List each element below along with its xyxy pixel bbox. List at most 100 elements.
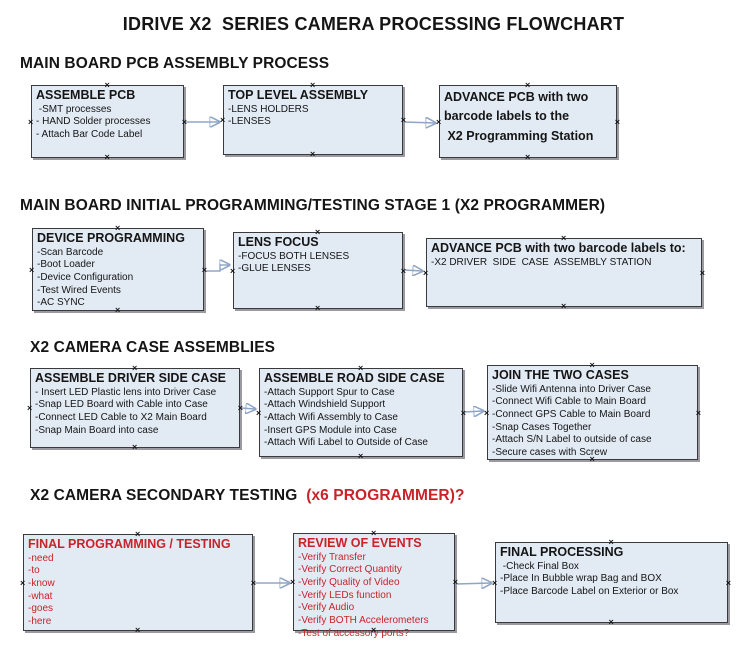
box-item: -FOCUS BOTH LENSES xyxy=(238,250,350,262)
flow-box-review-of-events[interactable]: ×××× REVIEW OF EVENTS -Verify Transfer -… xyxy=(290,529,458,639)
connection-point-icon: × xyxy=(104,152,110,162)
connection-point-icon: × xyxy=(132,363,138,373)
box-item: -Secure cases with Screw xyxy=(492,447,608,459)
box-item: -Connect LED Cable to X2 Main Board xyxy=(35,412,207,423)
connection-point-icon: × xyxy=(20,577,26,588)
connection-point-icon: × xyxy=(436,116,442,127)
connection-point-icon: × xyxy=(104,80,110,90)
connection-point-icon: × xyxy=(608,617,614,627)
connection-point-icon: × xyxy=(589,454,595,464)
box-item: -here xyxy=(28,616,52,628)
box-title-line: X2 Programming Station xyxy=(444,128,594,143)
box-item: -Place Barcode Label on Exterior or Box xyxy=(500,586,679,597)
connection-point-icon: × xyxy=(484,407,490,418)
connection-point-icon: × xyxy=(699,267,705,278)
box-item: -Connect Wifi Cable to Main Board xyxy=(492,396,646,408)
flow-box-advance-pcb-programming-station[interactable]: ×××× ADVANCE PCB with two barcode labels… xyxy=(436,81,620,162)
box-item: -Snap Cases Together xyxy=(492,421,592,433)
box-item: -AC SYNC xyxy=(37,297,85,309)
box-item: -Device Configuration xyxy=(37,272,134,283)
box-item: -Test Wired Events xyxy=(37,284,121,296)
flow-connector-arrow xyxy=(455,583,491,584)
connection-point-icon: × xyxy=(589,360,595,370)
box-title: REVIEW OF EVENTS xyxy=(298,536,422,550)
connection-point-icon: × xyxy=(452,577,458,587)
box-item: -goes xyxy=(28,603,54,615)
box-item: -Connect GPS Cable to Main Board xyxy=(492,409,651,420)
box-item: -Snap LED Board with Cable into Case xyxy=(35,399,208,411)
box-item: -Verify BOTH Accelerometers xyxy=(298,615,429,627)
flow-box-advance-pcb-driver-side-station[interactable]: ×××× ADVANCE PCB with two barcode labels… xyxy=(423,234,705,311)
flow-box-device-programming[interactable]: ×××× DEVICE PROGRAMMING -Scan Barcode -B… xyxy=(29,224,207,315)
flow-box-final-programming-testing[interactable]: ×××× FINAL PROGRAMMING / TESTING -need -… xyxy=(20,530,256,635)
box-item: -Verify LEDs function xyxy=(298,589,392,601)
box-item: -need xyxy=(28,552,54,564)
box-item: -Insert GPS Module into Case xyxy=(264,424,397,436)
connection-point-icon: × xyxy=(220,115,226,125)
connection-point-icon: × xyxy=(358,363,364,373)
box-title: TOP LEVEL ASSEMBLY xyxy=(228,88,369,102)
connection-point-icon: × xyxy=(237,403,243,413)
box-item: -Boot Loader xyxy=(37,259,95,271)
box-item: -Place In Bubble wrap Bag and BOX xyxy=(500,573,662,585)
section-heading-case-assemblies: X2 CAMERA CASE ASSEMBLIES xyxy=(30,339,276,356)
connection-point-icon: × xyxy=(460,407,466,418)
connection-point-icon: × xyxy=(315,303,321,313)
connection-point-icon: × xyxy=(561,301,567,311)
flow-box-top-level-assembly[interactable]: × × × × TOP LEVEL ASSEMBLY -LENS HOLDERS -L… xyxy=(220,81,406,159)
connection-point-icon: × xyxy=(201,264,207,275)
connection-point-icon: × xyxy=(135,529,141,539)
box-item: -what xyxy=(28,590,53,602)
box-item: -X2 DRIVER SIDE CASE ASSEMBLY STATION xyxy=(431,256,652,268)
section-heading-pcb-assembly: MAIN BOARD PCB ASSEMBLY PROCESS xyxy=(20,55,330,72)
flow-box-lens-focus[interactable]: ×××× LENS FOCUS -FOCUS BOTH LENSES -GLUE… xyxy=(230,228,406,313)
connection-point-icon: × xyxy=(181,116,187,127)
box-title-line: barcode labels to the xyxy=(444,109,570,124)
box-item: -Attach Support Spur to Case xyxy=(264,386,395,398)
flow-connector-arrow xyxy=(463,411,483,412)
connection-point-icon: × xyxy=(132,442,138,452)
flow-connector-arrow xyxy=(403,122,435,123)
box-item: -GLUE LENSES xyxy=(238,263,311,275)
connection-point-icon: × xyxy=(371,625,377,635)
box-item: -SMT processes xyxy=(36,103,112,115)
connection-point-icon: × xyxy=(492,577,498,588)
flow-box-assemble-driver-side-case[interactable]: ×××× ASSEMBLE DRIVER SIDE CASE - Insert … xyxy=(27,364,243,452)
box-item: -LENSES xyxy=(228,116,271,128)
connection-point-icon: × xyxy=(310,80,316,90)
box-item: -LENS HOLDERS xyxy=(228,103,309,115)
connection-point-icon: × xyxy=(400,115,406,125)
flow-connector-arrow xyxy=(205,265,229,272)
connection-point-icon: × xyxy=(29,264,35,275)
box-title: JOIN THE TWO CASES xyxy=(492,368,629,382)
connection-point-icon: × xyxy=(608,537,614,547)
section-heading-programmer-accent: (x6 PROGRAMMER)? xyxy=(297,487,465,504)
connection-point-icon: × xyxy=(525,80,531,90)
connection-point-icon: × xyxy=(561,233,567,243)
box-item: -Slide Wifi Antenna into Driver Case xyxy=(492,383,651,395)
box-item: -Test of accessory ports? xyxy=(298,627,410,639)
connection-point-icon: × xyxy=(135,625,141,635)
connection-point-icon: × xyxy=(250,577,256,588)
box-item: -to xyxy=(28,565,40,577)
box-title: ASSEMBLE DRIVER SIDE CASE xyxy=(35,371,227,385)
flow-box-final-processing[interactable]: ×××× FINAL PROCESSING -Check Final Box -… xyxy=(492,538,731,627)
section-heading-secondary-testing: X2 CAMERA SECONDARY TESTING (x6 PROGRAMM… xyxy=(30,487,465,505)
connection-point-icon: × xyxy=(423,267,429,278)
flow-box-assemble-pcb[interactable]: ×××× ASSEMBLE PCB -SMT processes - HAND … xyxy=(28,81,187,162)
connection-point-icon: × xyxy=(27,403,33,413)
flow-box-join-the-two-cases[interactable]: ×××× JOIN THE TWO CASES -Slide Wifi Ante… xyxy=(484,361,701,464)
box-item: -Verify Audio xyxy=(298,602,355,614)
flow-box-assemble-road-side-case[interactable]: ×××× ASSEMBLE ROAD SIDE CASE -Attach Sup… xyxy=(256,364,466,461)
box-item: -Attach Wifi Assembly to Case xyxy=(264,412,398,423)
section-heading-secondary-testing-text: X2 CAMERA SECONDARY TESTING xyxy=(30,487,298,504)
box-item: -know xyxy=(28,578,55,589)
connection-point-icon: × xyxy=(310,149,316,159)
connection-point-icon: × xyxy=(290,577,296,587)
box-item: -Verify Quality of Video xyxy=(298,577,400,588)
connection-point-icon: × xyxy=(315,227,321,237)
flow-connector-arrow xyxy=(240,408,255,409)
box-title: DEVICE PROGRAMMING xyxy=(37,231,185,245)
connection-point-icon: × xyxy=(115,223,121,233)
